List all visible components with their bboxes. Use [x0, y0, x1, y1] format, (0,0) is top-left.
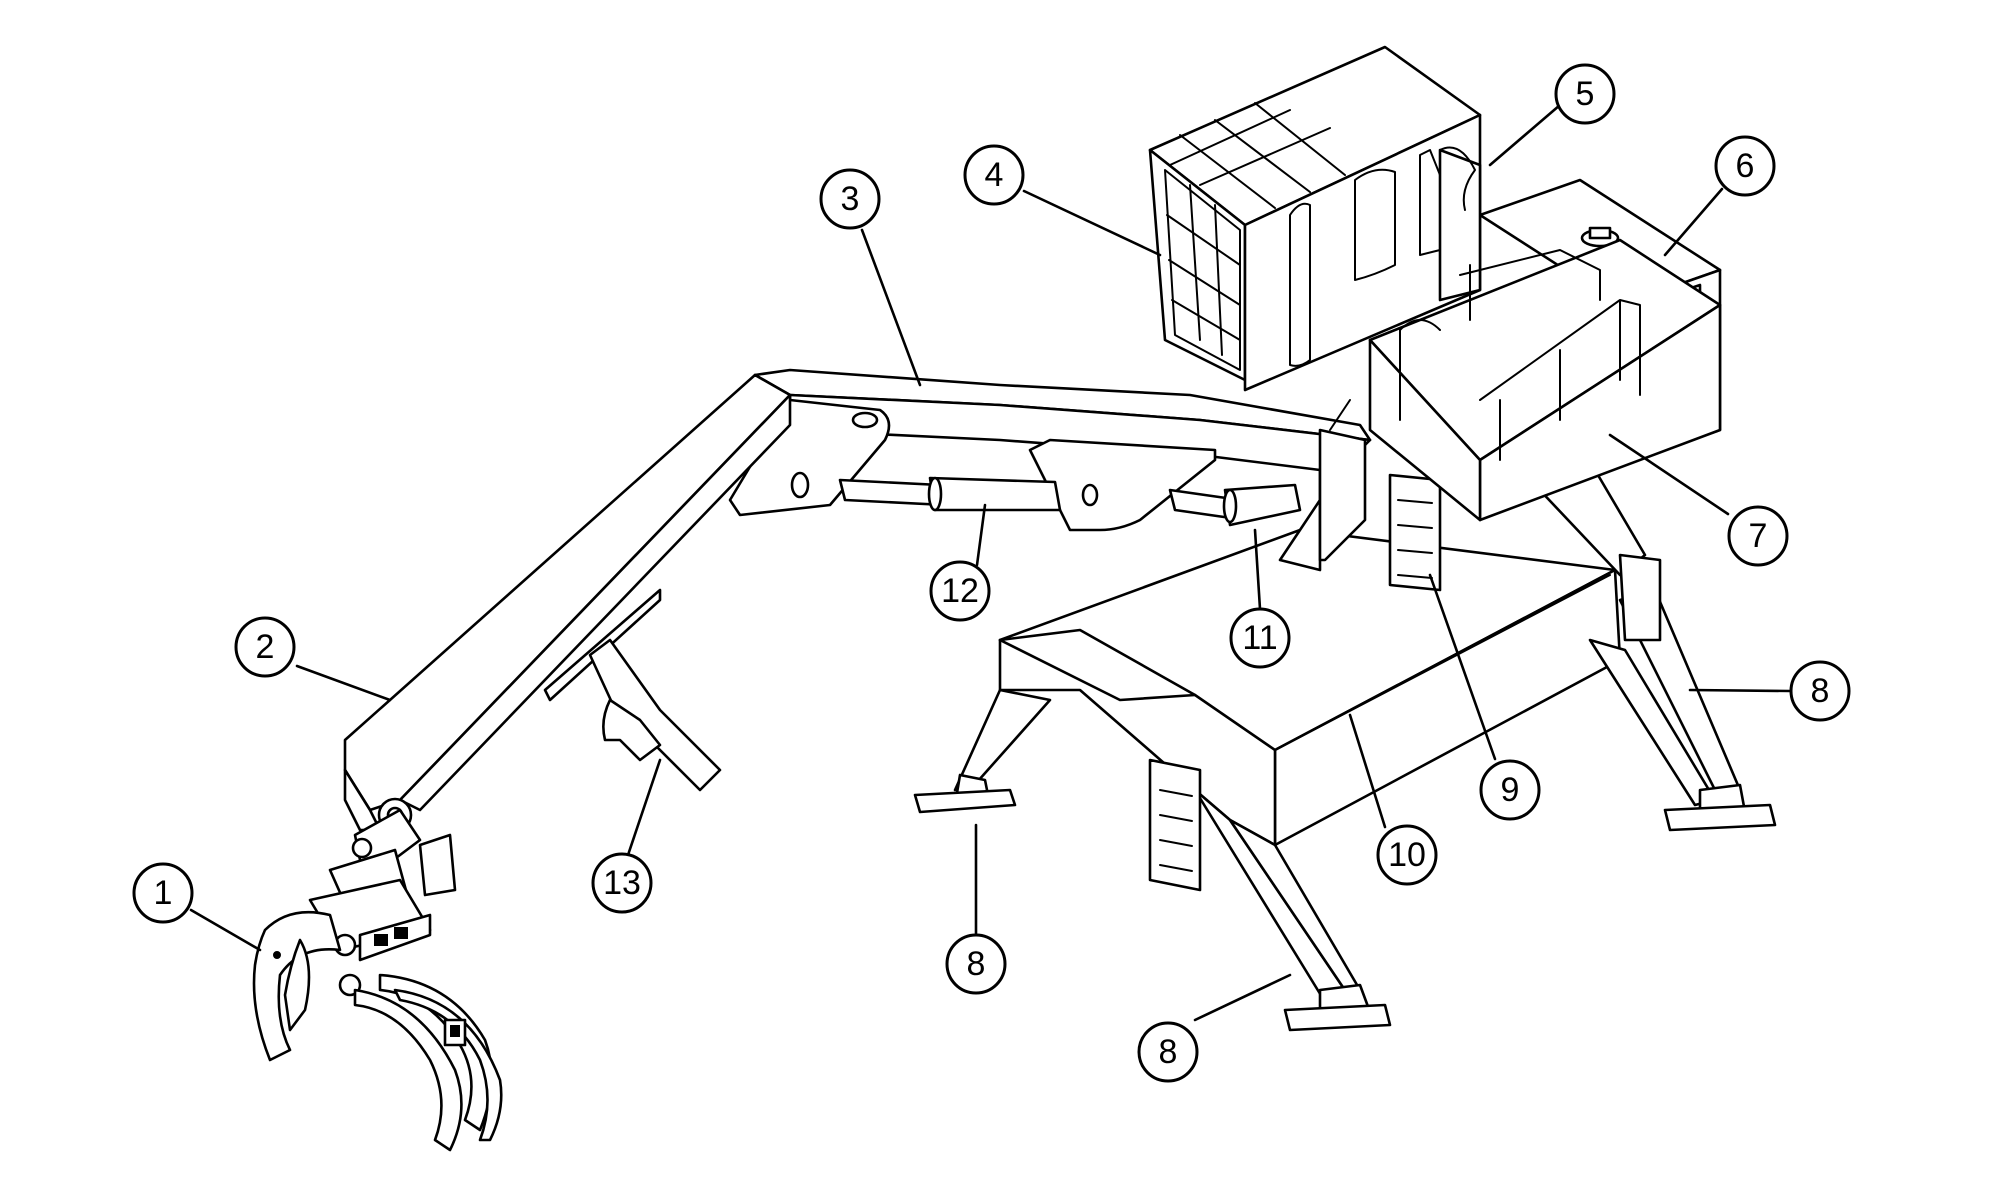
arm: [343, 373, 792, 833]
callout-10-label: 10: [1388, 836, 1426, 874]
callout-12-label: 12: [941, 572, 979, 610]
operator-cab: [1148, 45, 1482, 392]
callout-8-left-label: 8: [967, 945, 986, 983]
callout-3: 3: [819, 168, 881, 230]
callout-4-label: 4: [985, 156, 1004, 194]
callout-3-label: 3: [841, 180, 860, 218]
callout-6-label: 6: [1736, 147, 1755, 185]
callout-8-right: 8: [1789, 660, 1851, 722]
callout-10: 10: [1376, 824, 1438, 886]
callout-5: 5: [1554, 63, 1616, 125]
callout-7: 7: [1727, 505, 1789, 567]
leader-lines: [189, 103, 1792, 1022]
callout-8-bottom: 8: [1137, 1021, 1199, 1083]
callout-8-right-label: 8: [1811, 672, 1830, 710]
callout-13: 13: [591, 852, 653, 914]
callout-2: 2: [234, 616, 296, 678]
callout-13-label: 13: [603, 864, 641, 902]
ladders: [1148, 473, 1442, 892]
hydraulic-cylinders: [838, 476, 1302, 527]
grapple: [252, 808, 503, 1152]
callout-7-label: 7: [1749, 517, 1768, 555]
callout-6: 6: [1714, 135, 1776, 197]
callout-2-label: 2: [256, 628, 275, 666]
callout-9: 9: [1479, 759, 1541, 821]
callout-11-label: 11: [1242, 619, 1277, 657]
callout-4: 4: [963, 144, 1025, 206]
callout-1-label: 1: [154, 874, 173, 912]
outrigger-legs: [913, 468, 1777, 1032]
callout-9-label: 9: [1501, 771, 1520, 809]
callout-8-bottom-label: 8: [1159, 1033, 1178, 1071]
callout-12: 12: [929, 560, 991, 622]
boom-rest: [588, 638, 722, 792]
callout-5-label: 5: [1576, 75, 1595, 113]
callout-1: 1: [132, 862, 194, 924]
callout-8-left: 8: [945, 933, 1007, 995]
cab-platform: [1368, 238, 1722, 522]
callout-11: 11: [1229, 607, 1291, 669]
